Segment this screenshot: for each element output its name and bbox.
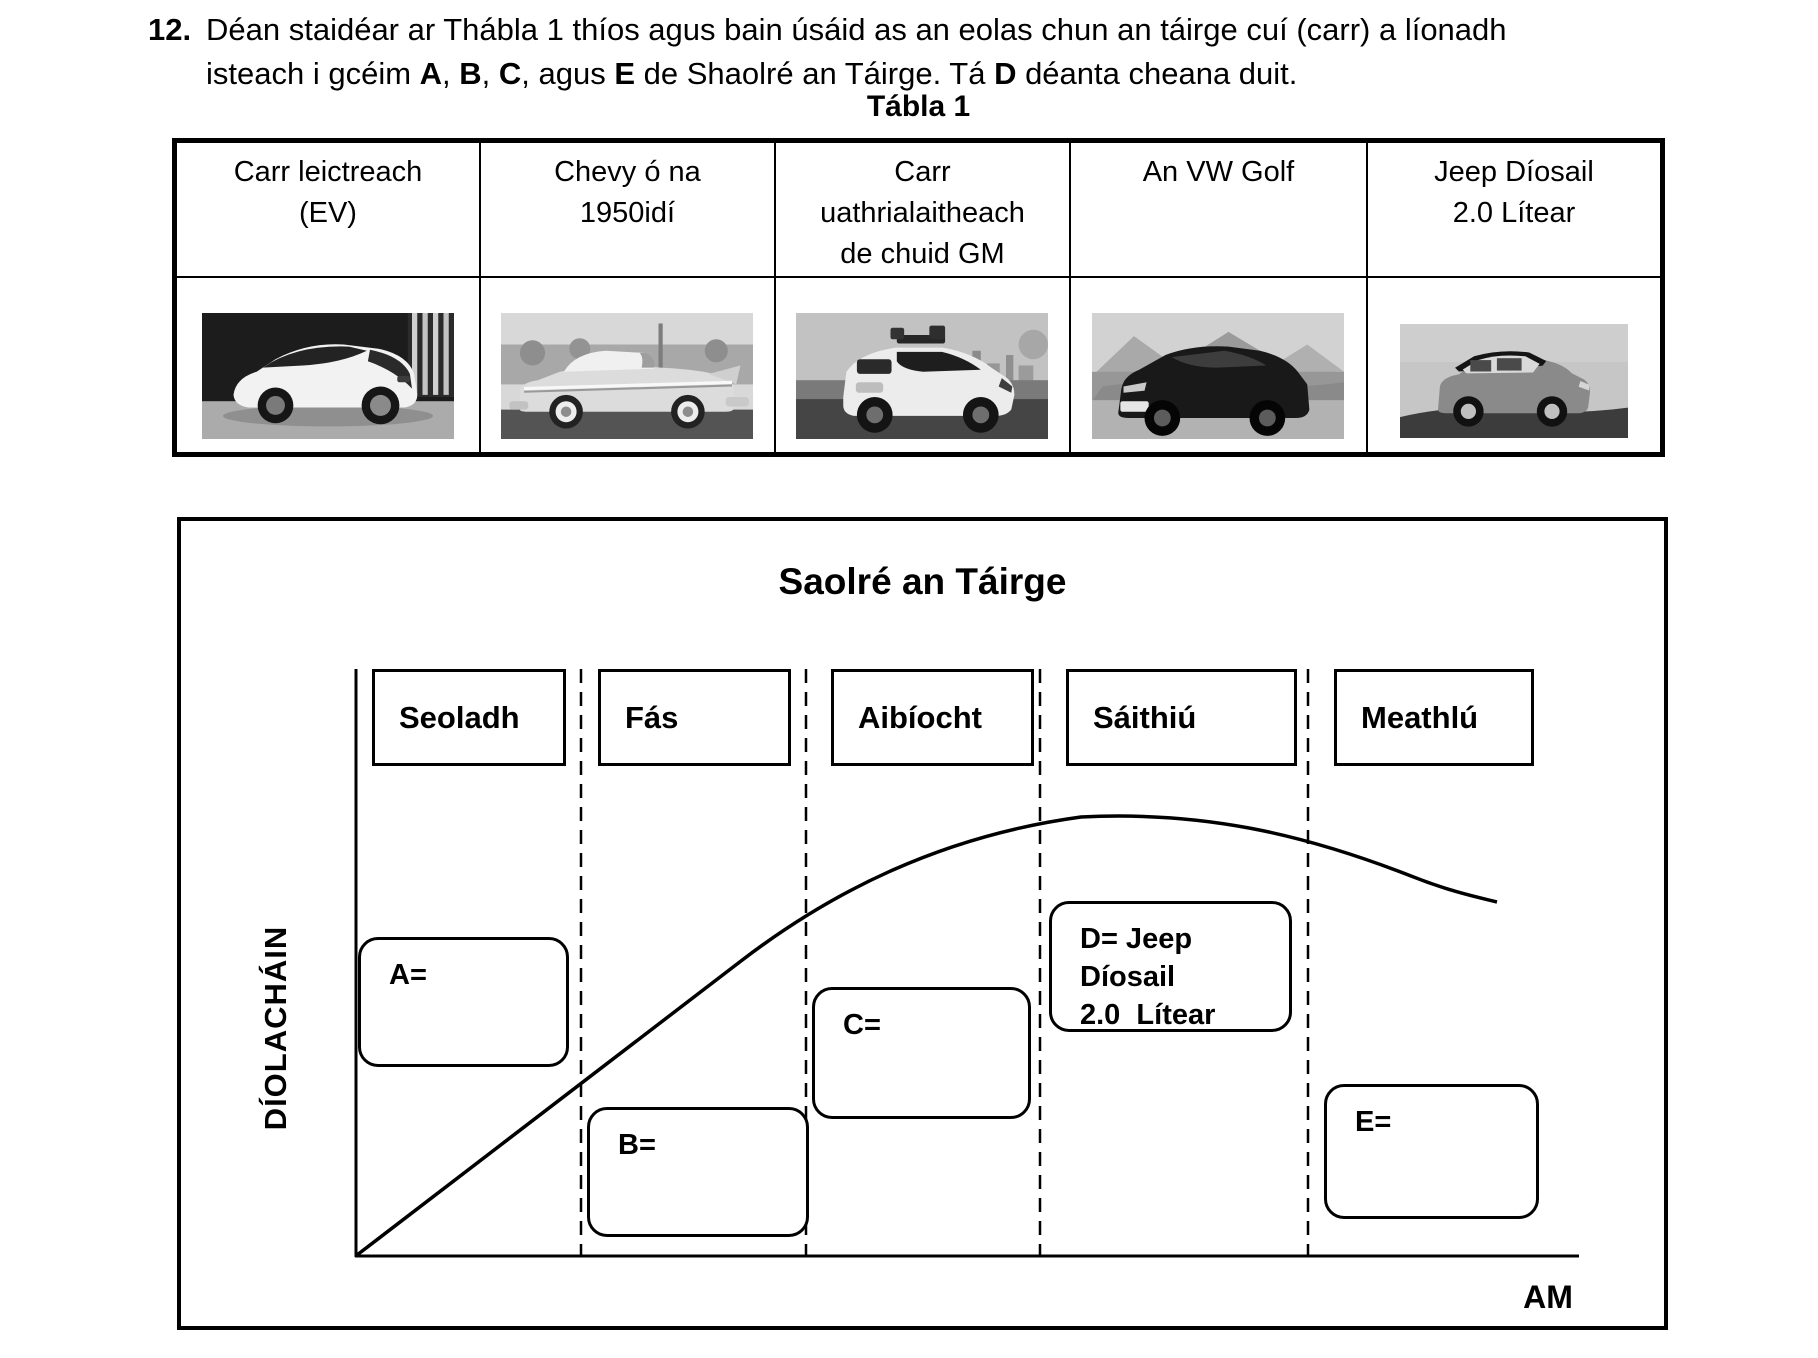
table-cell-gm-autonomous-image	[776, 278, 1071, 452]
answer-box-d: D= Jeep Díosail 2.0 Lítear	[1049, 901, 1292, 1032]
y-axis-label: DÍOLACHÁIN	[258, 925, 293, 1131]
answer-box-c[interactable]: C=	[812, 987, 1031, 1119]
product-lifecycle-diagram: Saolré an Táirge Seoladh Fás Aibíocht Sá…	[177, 517, 1668, 1330]
table-header-gm-autonomous: Carr uathrialaitheach de chuid GM	[775, 143, 1071, 278]
jeep-diesel-photo	[1399, 324, 1628, 438]
table-header-vw-golf: An VW Golf	[1070, 143, 1368, 278]
chevy-1950s-photo	[501, 313, 754, 439]
phase-box-seoladh: Seoladh	[372, 669, 566, 766]
table-cell-electric-car-image	[177, 278, 481, 452]
table-cell-vw-golf-image	[1071, 278, 1368, 452]
question-text: Déan staidéar ar Thábla 1 thíos agus bai…	[206, 12, 1507, 91]
table-header-electric-car: Carr leictreach (EV)	[177, 143, 481, 278]
answer-box-e[interactable]: E=	[1324, 1084, 1539, 1219]
diagram-title: Saolré an Táirge	[778, 561, 1067, 602]
phase-box-fas: Fás	[598, 669, 791, 766]
electric-car-photo	[201, 313, 454, 439]
lifecycle-axes-and-curve	[354, 669, 1579, 1258]
answer-box-a[interactable]: A=	[358, 937, 569, 1067]
vw-golf-photo	[1092, 313, 1345, 439]
answer-box-b[interactable]: B=	[587, 1107, 809, 1237]
phase-box-meathlu: Meathlú	[1334, 669, 1534, 766]
car-table: Carr leictreach (EV) Chevy ó na 1950idí …	[172, 138, 1665, 457]
table-title: Tábla 1	[866, 90, 971, 123]
table-cell-chevy-image	[481, 278, 776, 452]
table-header-jeep: Jeep Díosail 2.0 Lítear	[1367, 143, 1660, 278]
table-header-chevy: Chevy ó na 1950idí	[480, 143, 776, 278]
question-number: 12.	[148, 12, 192, 47]
x-axis-label: AM	[1523, 1279, 1573, 1315]
table-cell-jeep-image	[1368, 278, 1660, 452]
phase-box-aibiocht: Aibíocht	[831, 669, 1034, 766]
phase-box-saithiu: Sáithiú	[1066, 669, 1297, 766]
gm-autonomous-car-photo	[796, 313, 1049, 439]
question-12: 12. Déan staidéar ar Thábla 1 thíos agus…	[148, 8, 1648, 96]
